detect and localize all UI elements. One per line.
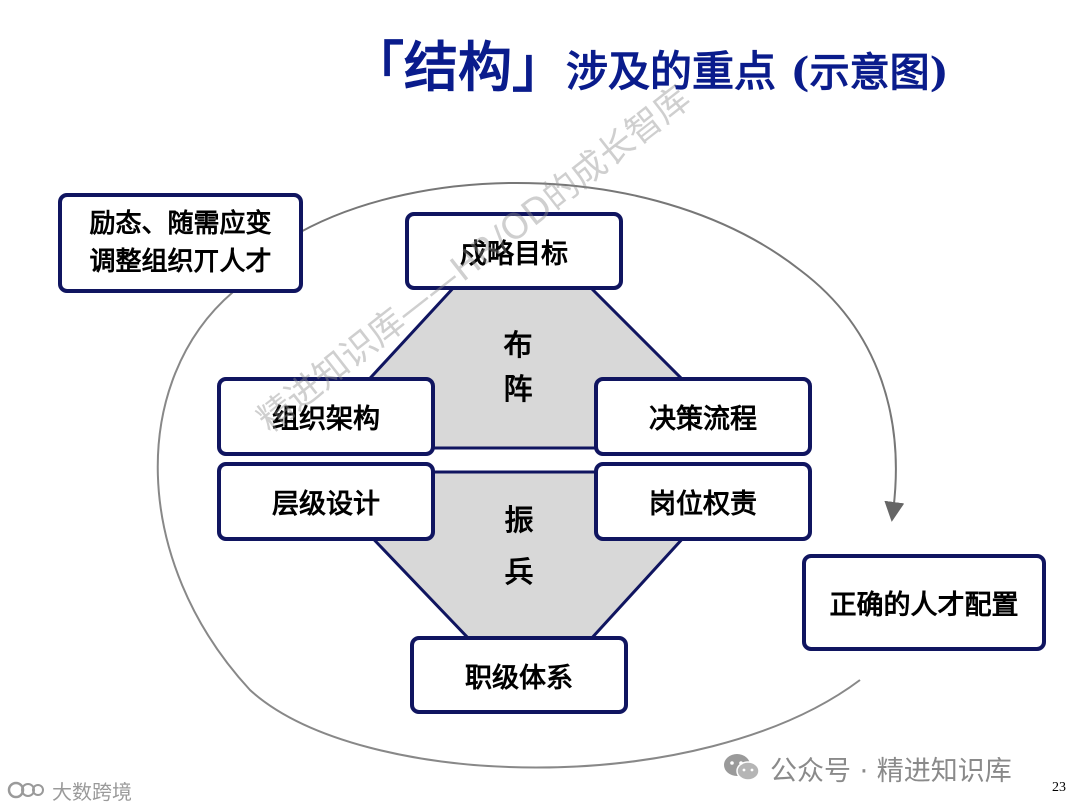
org-structure-box: 组织架构 bbox=[217, 377, 435, 456]
troops-char-2: 兵 bbox=[504, 555, 534, 589]
troops-label: 振 兵 bbox=[499, 497, 539, 593]
outer-ellipse bbox=[156, 291, 861, 769]
talent-allocation-label: 正确的人才配置 bbox=[829, 590, 1019, 621]
note-line-1: 励态、随需应变 bbox=[89, 209, 272, 239]
title-rest: 涉及的重点 bbox=[566, 47, 777, 96]
deploy-char-1: 布 bbox=[503, 328, 533, 362]
hierarchy-design-label: 层级设计 bbox=[272, 489, 380, 520]
troops-char-1: 振 bbox=[504, 503, 534, 537]
cycle-arrow bbox=[289, 181, 905, 522]
talent-allocation-box: 正确的人才配置 bbox=[802, 554, 1046, 651]
title-keyword: 结构 bbox=[404, 35, 512, 99]
brand-logo: 大数跨境 bbox=[6, 776, 132, 804]
brand-label: 大数跨境 bbox=[52, 779, 132, 804]
brand-logo-icon bbox=[7, 781, 44, 799]
rank-system-box: 职级体系 bbox=[410, 636, 628, 714]
hierarchy-design-box: 层级设计 bbox=[217, 462, 435, 541]
deploy-char-2: 阵 bbox=[503, 372, 533, 406]
page-title: 「结构」涉及的重点 (示意图) bbox=[350, 30, 1050, 105]
note-line-2: 调整组织丌人才 bbox=[89, 247, 272, 277]
org-structure-label: 组织架构 bbox=[272, 404, 380, 435]
decision-process-box: 决策流程 bbox=[594, 377, 812, 456]
strategy-goal-label: 戍略目标 bbox=[460, 238, 568, 270]
strategy-goal-box: 戍略目标 bbox=[405, 212, 623, 290]
title-bracket-close: 」 bbox=[512, 35, 566, 99]
wechat-account: 公众号 · 精进知识库 bbox=[722, 748, 1012, 788]
decision-process-label: 决策流程 bbox=[649, 404, 757, 435]
rank-system-label: 职级体系 bbox=[465, 662, 573, 694]
page-number: 23 bbox=[1052, 780, 1066, 795]
title-note: (示意图) bbox=[790, 49, 949, 96]
wechat-label: 公众号 · 精进知识库 bbox=[770, 755, 1012, 787]
job-responsibility-box: 岗位权责 bbox=[594, 462, 812, 541]
title-bracket-open: 「 bbox=[350, 35, 404, 99]
dynamic-adjust-note-box: 励态、随需应变 调整组织丌人才 bbox=[58, 193, 303, 293]
wechat-icon bbox=[724, 754, 760, 781]
deploy-label: 布 阵 bbox=[498, 322, 538, 410]
job-responsibility-label: 岗位权责 bbox=[649, 489, 757, 520]
